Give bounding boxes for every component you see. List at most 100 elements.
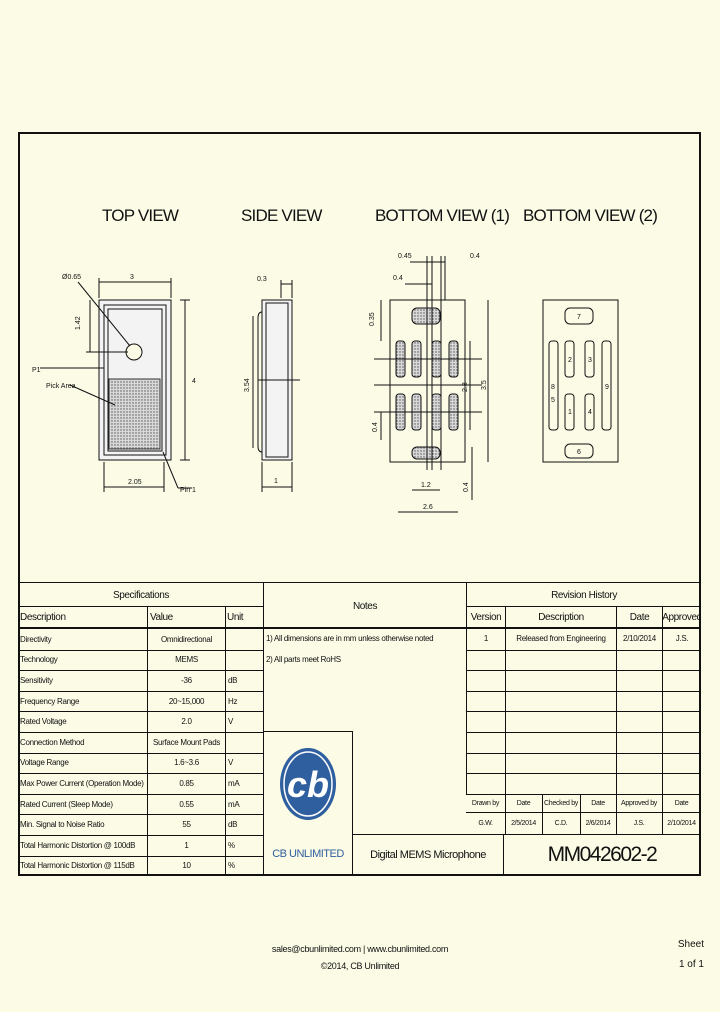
notes-title: Notes xyxy=(352,600,378,612)
spec-header-description: Description xyxy=(20,611,66,623)
svg-text:Pin 1: Pin 1 xyxy=(180,487,196,494)
svg-text:3.5: 3.5 xyxy=(481,380,488,390)
spec-unit: dB xyxy=(228,675,238,685)
revision-row-divider xyxy=(466,649,701,651)
spec-description: Min. Signal to Noise Ratio xyxy=(20,820,105,830)
spec-header-value: Value xyxy=(150,611,173,623)
spec-description: Total Harmonic Distortion @ 115dB xyxy=(20,861,135,871)
svg-text:1.2: 1.2 xyxy=(421,482,431,489)
svg-text:3: 3 xyxy=(130,274,134,281)
svg-text:0.4: 0.4 xyxy=(372,422,379,432)
spec-description: Total Harmonic Distortion @ 100dB xyxy=(20,840,136,850)
revision-row-divider xyxy=(466,711,701,713)
technical-drawing: 3 Ø0.65 1.42 4 2.05 P1 Pick Area Pin 1 0… xyxy=(32,253,619,513)
svg-text:3: 3 xyxy=(588,357,592,364)
spec-unit: dB xyxy=(228,820,238,830)
spec-description: Frequency Range xyxy=(20,696,80,706)
approval-value: 2/10/2014 xyxy=(667,819,696,827)
product-name: Digital MEMS Microphone xyxy=(370,849,486,861)
spec-unit: V xyxy=(228,758,234,768)
spec-unit xyxy=(228,650,262,671)
svg-text:5: 5 xyxy=(551,397,555,404)
spec-value: 0.55 xyxy=(179,799,194,809)
sheet-label: Sheet xyxy=(677,939,704,950)
part-number: MM042602-2 xyxy=(547,843,658,866)
svg-text:7: 7 xyxy=(577,314,581,321)
svg-text:0.35: 0.35 xyxy=(369,312,376,326)
rev-header-date: Date xyxy=(629,611,650,623)
spec-value: 10 xyxy=(182,861,191,871)
rev-description: Released from Engineering xyxy=(516,634,606,643)
spec-description: Rated Voltage xyxy=(20,717,67,727)
revision-history-title: Revision History xyxy=(551,589,617,601)
approval-divider xyxy=(542,794,543,834)
rev-header-description: Description xyxy=(538,611,584,623)
spec-unit: % xyxy=(228,861,235,871)
bottom-view-2-drawing xyxy=(542,299,619,463)
note-1: 1) All dimensions are in mm unless other… xyxy=(266,633,434,643)
spec-row-divider xyxy=(18,691,263,692)
rev-approved: J.S. xyxy=(675,634,689,643)
cb-unlimited-logo: cb xyxy=(280,748,336,820)
footer-copyright: ©2014, CB Unlimited xyxy=(320,961,400,971)
spec-unit: mA xyxy=(228,778,240,788)
rev-header-approved: Approved xyxy=(663,611,701,623)
spec-description: Rated Current (Sleep Mode) xyxy=(20,799,113,809)
spec-row-divider xyxy=(18,794,263,795)
approval-divider xyxy=(616,794,617,834)
spec-value: -36 xyxy=(181,675,192,685)
bottom-view-2-title: BOTTOM VIEW (2) xyxy=(523,206,658,225)
svg-text:1: 1 xyxy=(274,478,278,485)
svg-text:6: 6 xyxy=(577,449,581,456)
side-view-labels: 0.3 3.54 1 xyxy=(244,276,278,485)
svg-text:2.6: 2.6 xyxy=(423,504,433,511)
spec-description: Max Power Current (Operation Mode) xyxy=(20,778,144,788)
spec-value: 1 xyxy=(184,840,189,850)
side-view-drawing xyxy=(252,280,300,492)
svg-text:Pick Area: Pick Area xyxy=(46,383,76,390)
top-view-labels: 3 Ø0.65 1.42 4 2.05 P1 Pick Area Pin 1 xyxy=(32,274,196,494)
spec-row-divider xyxy=(18,650,263,651)
side-view-title: SIDE VIEW xyxy=(241,206,322,225)
svg-text:1: 1 xyxy=(568,409,572,416)
svg-text:2.3: 2.3 xyxy=(462,382,469,392)
spec-row-divider xyxy=(18,753,263,754)
approval-header: Drawn by xyxy=(471,800,500,807)
spec-row-divider xyxy=(18,670,263,671)
spec-unit: V xyxy=(228,717,234,727)
svg-text:0.4: 0.4 xyxy=(393,275,403,282)
bottom-view-1-labels: 0.45 0.4 0.4 0.35 2.3 3.5 0.4 1.2 0.4 2.… xyxy=(369,253,488,511)
svg-text:0.4: 0.4 xyxy=(470,253,480,260)
svg-text:4: 4 xyxy=(192,378,196,385)
drawing-frame xyxy=(18,132,701,876)
spec-value: 1.6~3.6 xyxy=(174,758,199,768)
spec-unit xyxy=(228,732,262,753)
approval-divider xyxy=(505,794,506,834)
svg-text:1.42: 1.42 xyxy=(75,316,82,330)
approval-header: Date xyxy=(674,800,689,807)
spec-row-divider xyxy=(18,732,263,733)
approval-value: C.D. xyxy=(554,819,568,827)
brand-name: CB UNLIMITED xyxy=(272,848,344,860)
svg-text:Ø0.65: Ø0.65 xyxy=(62,274,81,281)
svg-text:3.54: 3.54 xyxy=(244,378,251,392)
spec-header-unit: Unit xyxy=(227,611,244,623)
top-view-title: TOP VIEW xyxy=(102,206,179,225)
spec-description: Sensitivity xyxy=(20,675,53,685)
spec-value: Omnidirectional xyxy=(160,634,213,644)
svg-text:9: 9 xyxy=(605,384,609,391)
bottom-view-1-drawing xyxy=(374,256,489,513)
svg-text:0.3: 0.3 xyxy=(257,276,267,283)
revision-row-divider xyxy=(466,690,701,692)
bottom-view-1-title: BOTTOM VIEW (1) xyxy=(375,206,510,225)
approval-divider xyxy=(662,794,663,834)
spec-row-divider xyxy=(18,814,263,815)
revision-row-divider xyxy=(466,732,701,733)
table-top-border xyxy=(18,582,701,583)
svg-text:0.4: 0.4 xyxy=(463,482,470,492)
svg-text:cb: cb xyxy=(287,764,329,805)
svg-text:2.05: 2.05 xyxy=(128,479,142,486)
sheet-value: 1 of 1 xyxy=(678,959,704,970)
rev-version: 1 xyxy=(483,634,489,643)
footer-contact: sales@cbunlimited.com | www.cbunlimited.… xyxy=(271,944,449,954)
